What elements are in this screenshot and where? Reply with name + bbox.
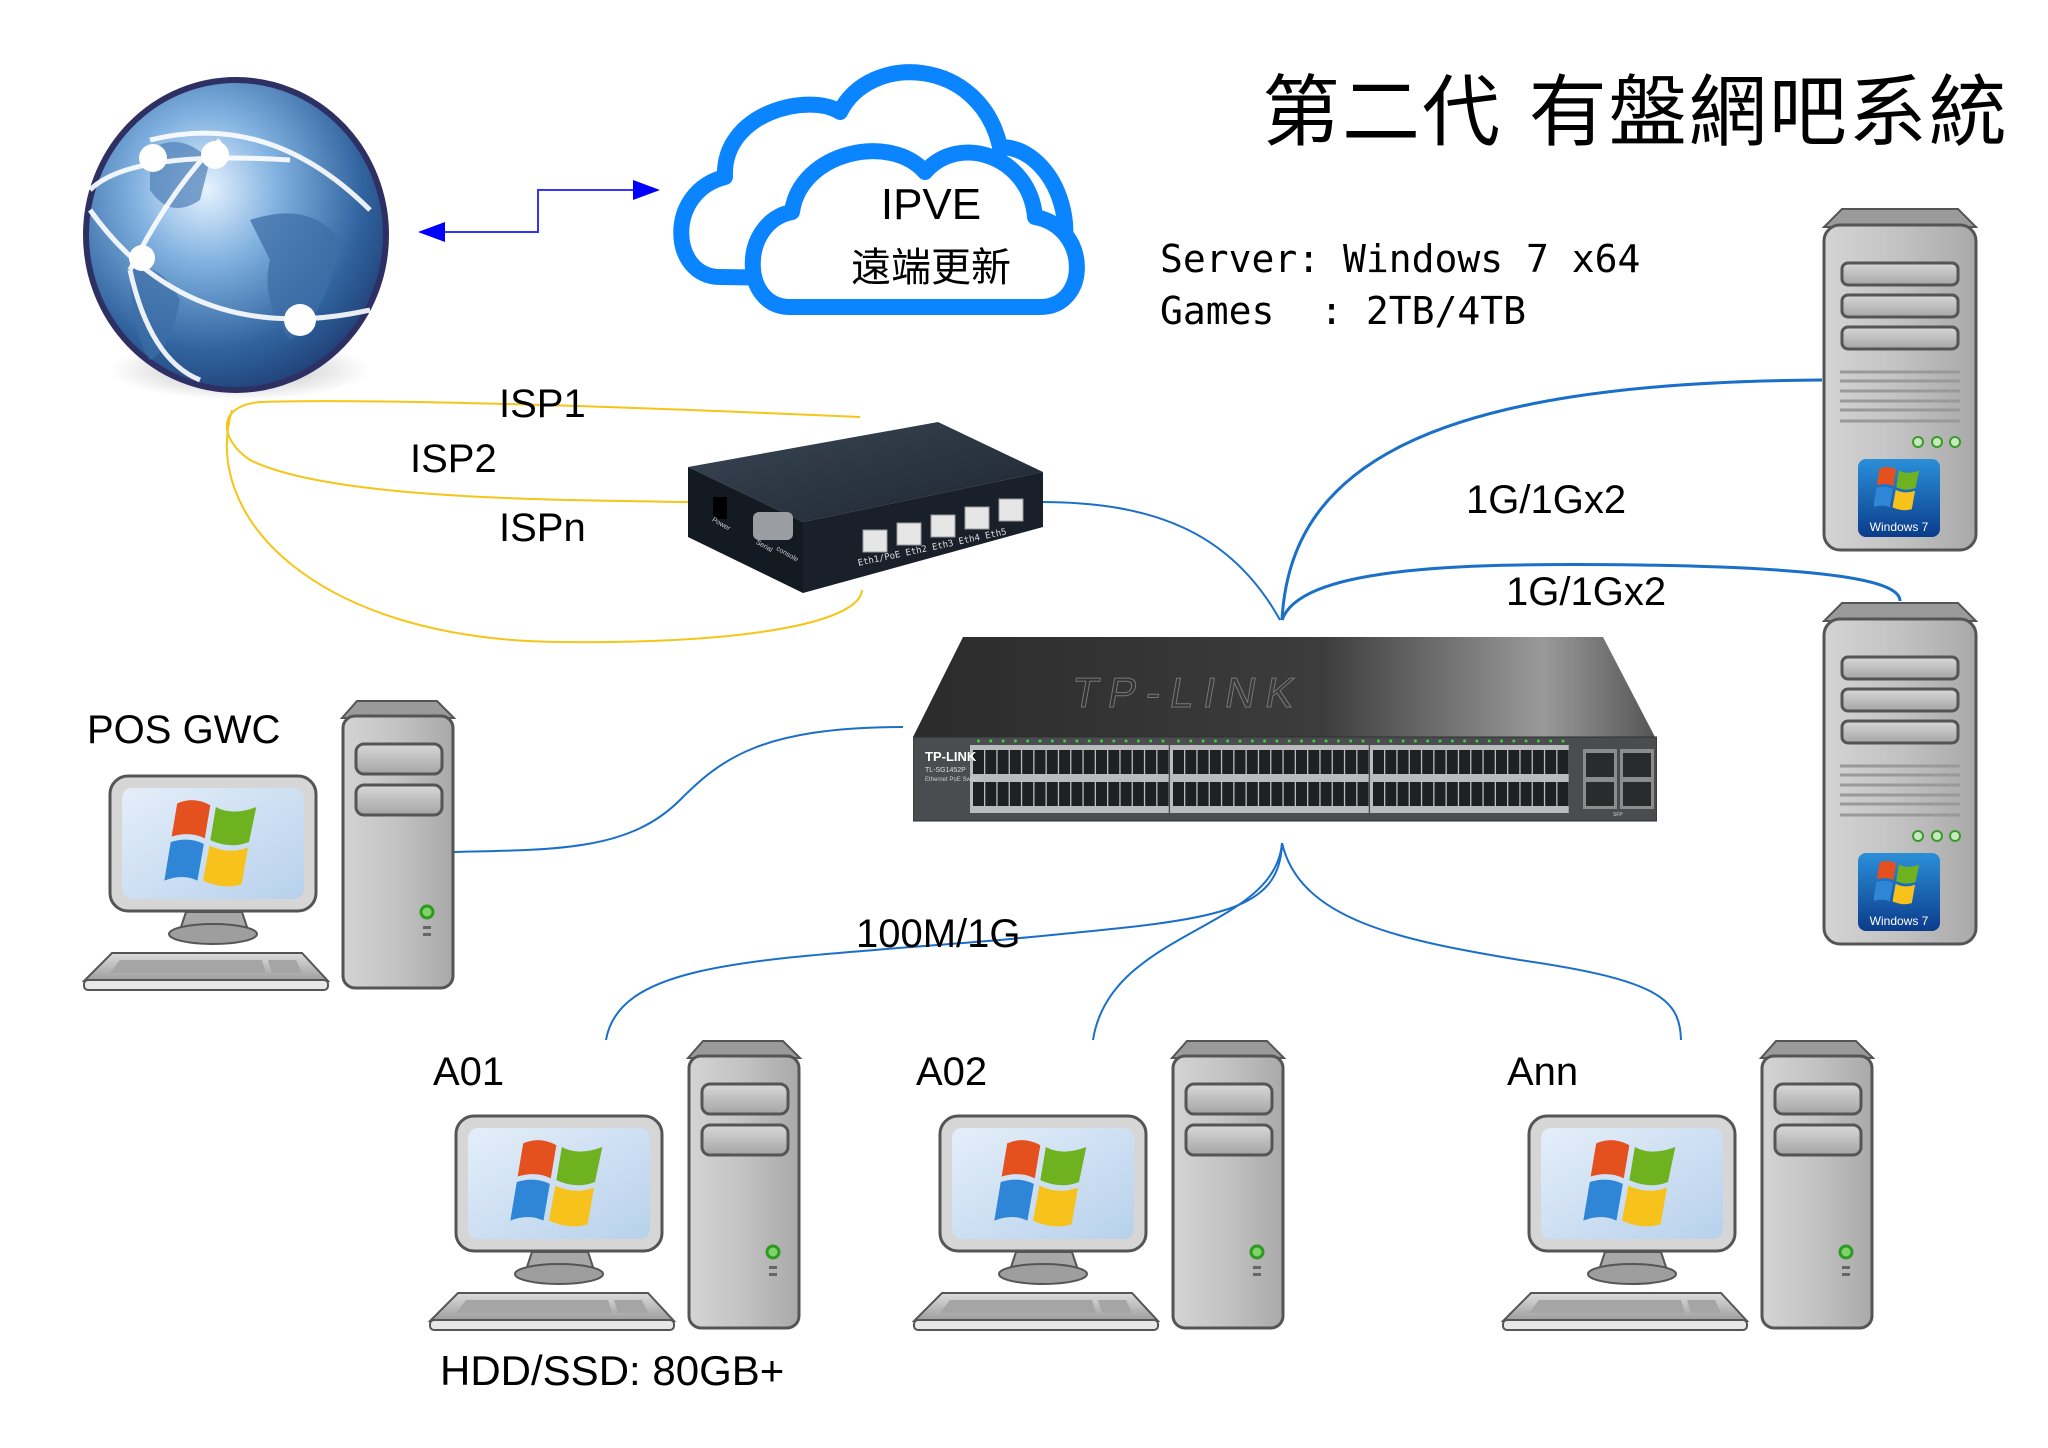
- ispn-link: [226, 409, 863, 644]
- monitor-icon: [108, 774, 318, 945]
- desktop-pc-icon: [81, 700, 457, 991]
- client-a01-label: A01: [433, 1050, 505, 1094]
- switch-top-logo: TP-LINK: [1068, 669, 1309, 717]
- globe-icon: [83, 77, 389, 400]
- cloud-subtitle: 遠端更新: [851, 245, 1011, 291]
- client-ann-link: [1281, 842, 1682, 1041]
- client-a02-label: A02: [916, 1050, 988, 1094]
- keyboard-icon: [1500, 1292, 1750, 1331]
- server-tower-icon: [1821, 208, 1979, 552]
- pos-link: [450, 726, 904, 853]
- switch-model: TL-SG1452P: [925, 767, 966, 774]
- pos-computer: [81, 698, 462, 993]
- server-info-line2: Games : 2TB/4TB: [1160, 289, 1527, 333]
- router-icon: [688, 422, 1043, 593]
- cloud-name: IPVE: [880, 180, 982, 229]
- client-a02-link: [1092, 842, 1283, 1041]
- server1-link-label: 1G/1Gx2: [1466, 478, 1627, 522]
- client-ann-label: Ann: [1507, 1050, 1579, 1094]
- tower-icon: [685, 1040, 803, 1330]
- ispn-label: ISPn: [499, 506, 586, 550]
- switch-icon: [912, 637, 1658, 822]
- client-a01-link: [605, 842, 1283, 1041]
- desktop-pc-icon: [911, 1040, 1287, 1331]
- router: Eth1/PoE Eth2 Eth3 Eth4 Eth5 Power Seria…: [683, 417, 1043, 593]
- internet-cloud-link: [418, 180, 660, 242]
- server-badge-label: Windows 7: [1869, 520, 1929, 534]
- client-links: [605, 842, 1682, 1041]
- tower-icon: [1169, 1040, 1287, 1330]
- keyboard-icon: [427, 1292, 677, 1331]
- server2-link: [1280, 562, 1902, 621]
- cloud-icon: [673, 64, 1085, 315]
- serial-port: [753, 512, 793, 540]
- monitor-icon: [454, 1114, 664, 1285]
- router-switch-link: [1039, 501, 1281, 621]
- arrow-right-icon: [633, 180, 660, 200]
- tower-icon: [1758, 1040, 1876, 1330]
- keyboard-icon: [911, 1292, 1161, 1331]
- page-title: 第二代 有盤網吧系統: [1262, 68, 2009, 158]
- switch-brand: TP-LINK: [925, 749, 977, 764]
- desktop-pc-icon: [427, 1040, 803, 1331]
- isp-links: [225, 400, 863, 644]
- desktop-pc-icon: [1500, 1040, 1876, 1331]
- server1-link: [1280, 378, 1823, 621]
- server-tower-2: Windows 7: [1821, 601, 1979, 946]
- client-computer-a02: [911, 1038, 1292, 1333]
- switch: TP-LINK TL-SG1452P Ethernet PoE Switch T…: [912, 637, 1658, 823]
- isp1-label: ISP1: [499, 382, 586, 426]
- monitor-icon: [938, 1114, 1148, 1285]
- keyboard-icon: [81, 952, 331, 991]
- isp2-label: ISP2: [410, 437, 497, 481]
- server2-link-label: 1G/1Gx2: [1506, 570, 1667, 614]
- server-tower-1: Windows 7: [1821, 207, 1979, 552]
- client-computer-a01: [427, 1038, 808, 1333]
- power-jack: [713, 497, 727, 519]
- arrow-left-icon: [418, 222, 445, 242]
- tower-icon: [339, 700, 457, 990]
- client-computer-ann: [1500, 1038, 1881, 1333]
- switch-sfp-label: SFP: [1613, 812, 1623, 818]
- client-disk-note: HDD/SSD: 80GB+: [440, 1347, 785, 1394]
- client-link-label: 100M/1G: [856, 912, 1021, 956]
- pos-label: POS GWC: [87, 708, 281, 752]
- server-badge-label: Windows 7: [1869, 914, 1929, 928]
- server-tower-icon: [1821, 602, 1979, 946]
- monitor-icon: [1527, 1114, 1737, 1285]
- server-info-line1: Server: Windows 7 x64: [1160, 237, 1641, 281]
- switch-description: Ethernet PoE Switch: [925, 777, 981, 783]
